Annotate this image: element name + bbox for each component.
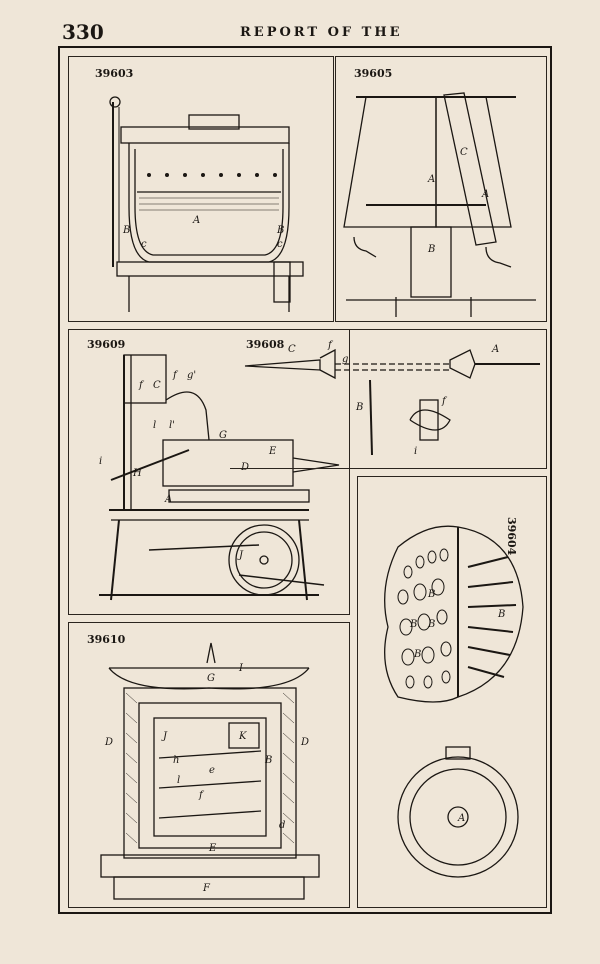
fig-label: d xyxy=(279,820,285,831)
figure-39608: 39608 C f g A B f i xyxy=(230,329,547,469)
fig-label: F xyxy=(202,883,211,894)
tank-drawing: A B B c c xyxy=(109,96,304,312)
page-number: 330 xyxy=(62,20,104,44)
figure-number: 39608 xyxy=(246,338,285,351)
figure-39603: 39603 xyxy=(68,56,334,322)
fig-label: B xyxy=(427,244,435,255)
fig-label: G xyxy=(219,430,227,441)
fig-label: g xyxy=(342,354,348,365)
furnace-drawing: G I K D D B J e f h l d E F xyxy=(100,642,320,900)
plate-frame: 39603 xyxy=(58,46,552,914)
fig-label: B xyxy=(427,589,435,600)
fig-label: B xyxy=(355,402,363,413)
fig-label: I xyxy=(238,663,244,674)
fig-label: A xyxy=(192,215,200,226)
fig-label: B xyxy=(276,225,284,236)
fig-label: K xyxy=(238,731,247,742)
fig-label: B xyxy=(497,609,505,620)
figure-39604: 39604 B xyxy=(357,476,547,908)
fig-label: c xyxy=(141,239,147,250)
fig-label: A xyxy=(481,189,489,200)
fig-label: g' xyxy=(187,370,196,381)
fig-label: D xyxy=(300,737,309,748)
fig-label: l xyxy=(177,775,180,786)
fig-label: A xyxy=(491,344,499,355)
figure-number: 39610 xyxy=(87,633,126,646)
fig-label: c xyxy=(277,239,283,250)
fig-label: f xyxy=(198,790,205,801)
fig-label: f xyxy=(327,340,334,351)
grate-drawing: B B B B B A xyxy=(384,525,524,878)
fig-label: J xyxy=(237,550,244,561)
figure-39610: 39610 xyxy=(68,622,350,908)
fig-label: B xyxy=(427,619,435,630)
machine-drawing: f C f g' G E D H A J l l' i xyxy=(99,354,340,601)
fig-label: l xyxy=(153,420,156,431)
fig-label: B xyxy=(409,619,417,630)
fig-label: G xyxy=(207,673,215,684)
fig-label: D xyxy=(240,462,249,473)
fig-label: J xyxy=(161,731,168,742)
figure-number: 39605 xyxy=(354,67,393,80)
figure-number: 39603 xyxy=(95,67,134,80)
fig-label: l' xyxy=(169,420,175,431)
fig-label: e xyxy=(209,765,215,776)
fig-label: H xyxy=(132,468,142,479)
fig-label: A xyxy=(427,174,435,185)
fig-label: f xyxy=(172,370,179,381)
tool-drawing: C f g A B f i xyxy=(244,340,540,457)
fig-label: A xyxy=(457,813,465,824)
fig-label: B xyxy=(413,649,421,660)
fig-label: C xyxy=(153,380,161,391)
fig-label: C xyxy=(288,344,296,355)
figure-number: 39609 xyxy=(87,338,126,351)
fig-label: D xyxy=(104,737,113,748)
figure-39609: 39609 f xyxy=(68,329,350,615)
shield-drawing: A A B C xyxy=(343,92,536,317)
fig-label: i xyxy=(99,456,102,467)
fig-label: h xyxy=(173,755,179,766)
fig-label: f xyxy=(441,396,448,407)
fig-label: E xyxy=(208,843,217,854)
figure-39605: 39605 A A B C xyxy=(335,56,547,322)
fig-label: B xyxy=(122,225,130,236)
fig-label: f xyxy=(138,380,145,391)
fig-label: i xyxy=(414,446,417,457)
running-head: REPORT OF THE xyxy=(240,25,403,40)
fig-label: E xyxy=(268,446,277,457)
fig-label: B xyxy=(264,755,272,766)
fig-label: A xyxy=(164,494,172,505)
fig-label: C xyxy=(460,147,468,158)
